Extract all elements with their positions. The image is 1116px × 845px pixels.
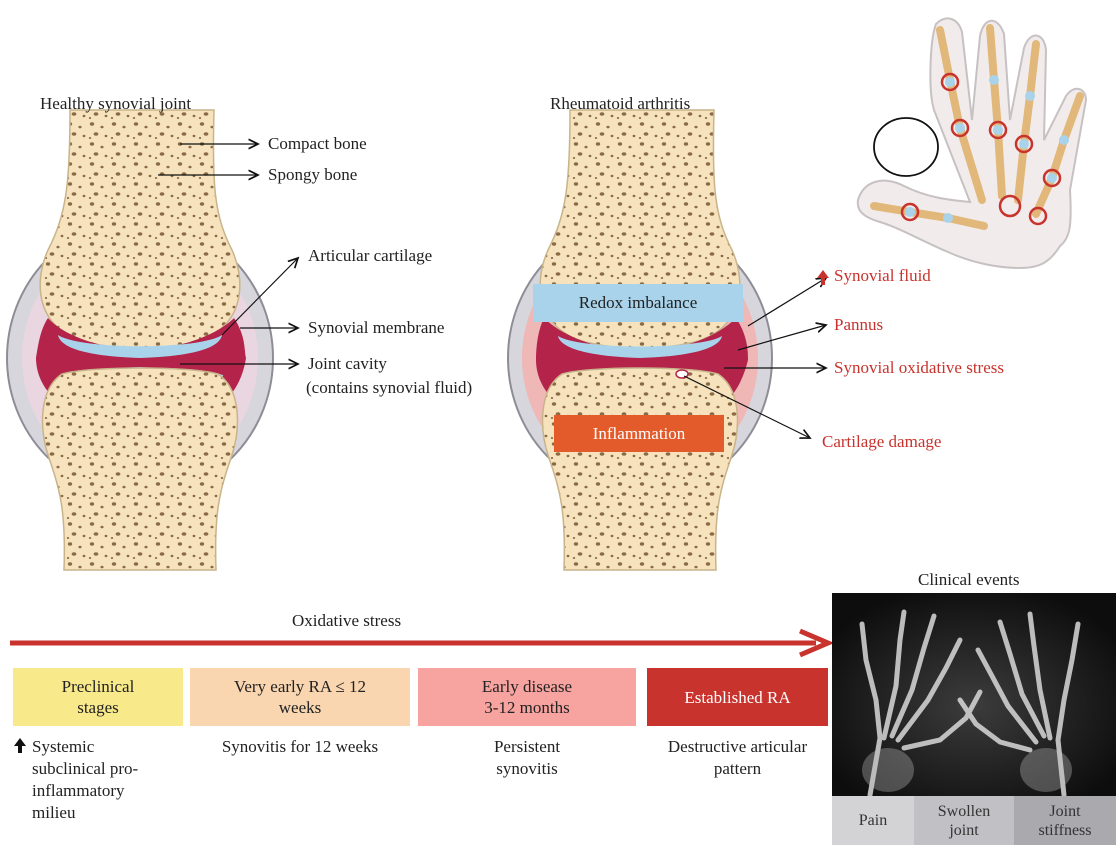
clinical-events-title: Clinical events xyxy=(918,570,1020,590)
hand-illustration xyxy=(858,18,1086,268)
upper-bone xyxy=(40,110,240,348)
desc-established-line1: Destructive articular xyxy=(640,736,835,758)
pannus-label: Pannus xyxy=(834,315,883,335)
desc-preclinical-line3: inflammatory xyxy=(32,780,138,802)
stage-established-line1: Established RA xyxy=(684,687,790,708)
desc-preclinical-line4: milieu xyxy=(32,802,138,824)
highlight-circle xyxy=(874,118,938,176)
joint-cavity-label: Joint cavity xyxy=(308,354,387,374)
oxidative-stress-arrow xyxy=(10,631,828,655)
xray-image xyxy=(832,593,1116,797)
redox-imbalance-text: Redox imbalance xyxy=(533,284,743,322)
very-early-description: Synovitis for 12 weeks xyxy=(190,736,410,758)
ra-title: Rheumatoid arthritis xyxy=(550,94,690,114)
stage-established: Established RA xyxy=(647,668,828,726)
desc-preclinical-line2: subclinical pro- xyxy=(32,758,138,780)
synovial-membrane-label: Synovial membrane xyxy=(308,318,444,338)
oxidative-stress-label: Oxidative stress xyxy=(292,611,401,631)
stage-very-early-line2: weeks xyxy=(234,697,366,718)
healthy-joint-title: Healthy synovial joint xyxy=(40,94,191,114)
increase-arrow-icon-preclinical xyxy=(14,738,26,753)
inflammation-text: Inflammation xyxy=(554,415,724,452)
symptom-stiffness-line2: stiffness xyxy=(1038,821,1091,840)
stage-preclinical-line1: Preclinical xyxy=(62,676,135,697)
preclinical-description: Systemic subclinical pro- inflammatory m… xyxy=(32,736,138,824)
lower-bone xyxy=(43,368,238,570)
synovial-oxidative-stress-label: Synovial oxidative stress xyxy=(834,358,1004,378)
established-description: Destructive articular pattern xyxy=(640,736,835,780)
symptom-swollen-line2: joint xyxy=(938,821,990,840)
synovial-fluid-label: Synovial fluid xyxy=(834,266,931,286)
symptom-swollen-line1: Swollen xyxy=(938,802,990,821)
cartilage-damage-label: Cartilage damage xyxy=(822,432,941,452)
stage-preclinical-line2: stages xyxy=(62,697,135,718)
symptom-stiffness-line1: Joint xyxy=(1038,802,1091,821)
desc-established-line2: pattern xyxy=(640,758,835,780)
stage-early-line1: Early disease xyxy=(482,676,572,697)
ra-joint-illustration xyxy=(508,110,772,570)
desc-early-line2: synovitis xyxy=(418,758,636,780)
articular-cartilage-label: Articular cartilage xyxy=(308,246,432,266)
healthy-joint-illustration xyxy=(7,110,273,570)
spongy-bone-label: Spongy bone xyxy=(268,165,357,185)
compact-bone-label: Compact bone xyxy=(268,134,367,154)
hand-outline xyxy=(858,18,1086,268)
ra-lower-bone xyxy=(543,368,738,570)
symptom-pain-label: Pain xyxy=(859,811,887,830)
desc-early-line1: Persistent xyxy=(418,736,636,758)
early-description: Persistent synovitis xyxy=(418,736,636,780)
stage-early-line2: 3-12 months xyxy=(482,697,572,718)
desc-preclinical-line1: Systemic xyxy=(32,736,138,758)
symptom-pain: Pain xyxy=(832,796,914,845)
joint-cavity-sublabel: (contains synovial fluid) xyxy=(306,378,472,398)
stage-very-early-line1: Very early RA ≤ 12 xyxy=(234,676,366,697)
